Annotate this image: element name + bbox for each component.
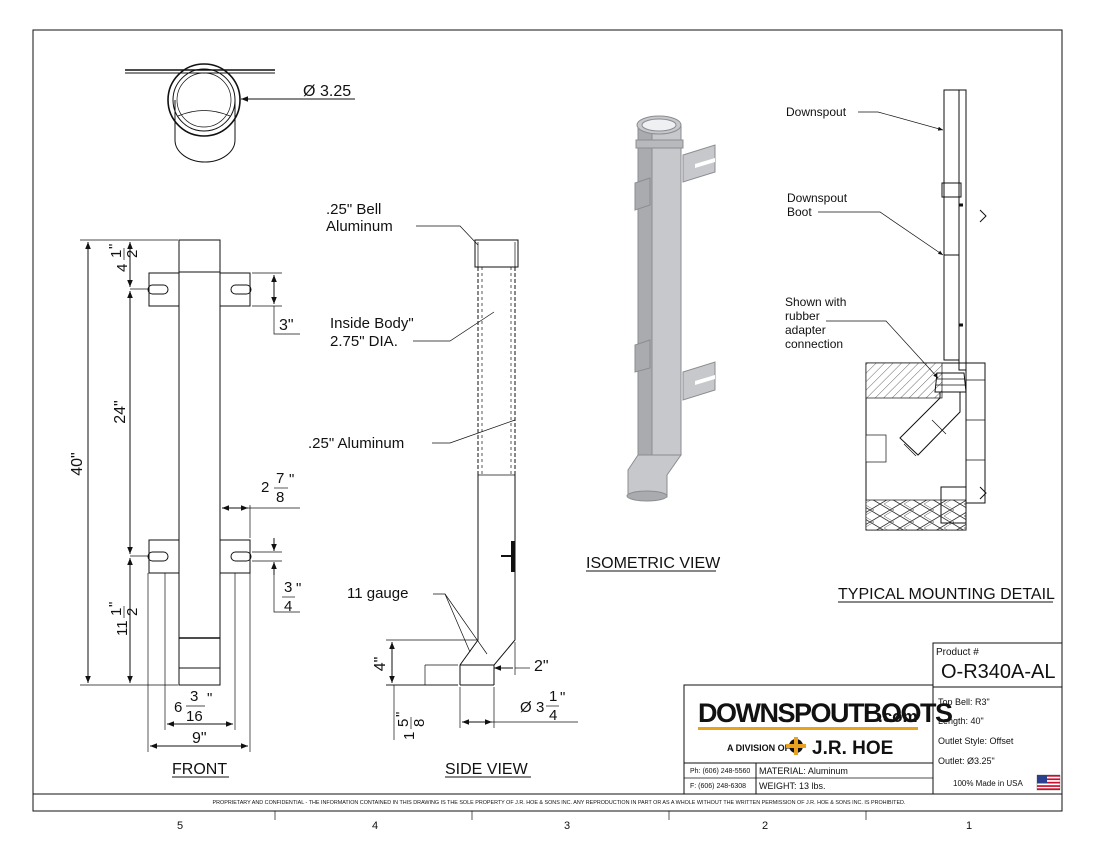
dim-outlet-height: 4" bbox=[372, 657, 389, 672]
fax-number: F: (606) 248-6308 bbox=[690, 783, 746, 790]
zone-4: 4 bbox=[372, 820, 378, 832]
dim-bottom-num: 1 bbox=[108, 608, 125, 616]
product-label: Product # bbox=[936, 647, 979, 658]
dim-bracket-off-den: 8 bbox=[276, 489, 284, 506]
outlet-style-text: Outlet Style: Offset bbox=[938, 736, 1014, 746]
dim-outlet-den: 8 bbox=[411, 719, 428, 727]
dim-bracket-off-num: 7 bbox=[276, 470, 284, 487]
zone-5: 5 bbox=[177, 820, 183, 832]
shown-label-line2: rubber bbox=[785, 309, 820, 323]
zone-2: 2 bbox=[762, 820, 768, 832]
front-view-title: FRONT bbox=[172, 761, 227, 778]
dim-inner-num: 3 bbox=[190, 688, 198, 705]
dim-outlet-dia-num: 1 bbox=[549, 688, 557, 705]
body-label-line1: Inside Body" bbox=[330, 315, 414, 332]
phone-number: Ph: (606) 248-5560 bbox=[690, 768, 750, 775]
division-prefix: A DIVISION OF bbox=[727, 743, 791, 753]
body-label-line2: 2.75" DIA. bbox=[330, 333, 398, 350]
bell-label-line1: .25" Bell bbox=[326, 201, 381, 218]
mounting-view-title: TYPICAL MOUNTING DETAIL bbox=[838, 586, 1055, 603]
dim-bracket-off-whole: 2 bbox=[261, 479, 269, 496]
made-in-text: 100% Made in USA bbox=[953, 779, 1023, 788]
dim-outlet-dia-whole: 3 bbox=[536, 699, 544, 716]
dim-bottom-inch: " bbox=[106, 602, 123, 607]
dim-outer: 9" bbox=[192, 730, 207, 747]
dim-middle: 24" bbox=[112, 400, 129, 423]
dim-inner-whole: 6 bbox=[174, 699, 182, 716]
weight-text: WEIGHT: 13 lbs. bbox=[759, 781, 826, 791]
title-block: DOWNSPOUTBOOTS .com A DIVISION OF J.R. H… bbox=[683, 642, 1063, 795]
division-name: J.R. HOE bbox=[812, 738, 893, 759]
zone-3: 3 bbox=[564, 820, 570, 832]
dim-outlet-dia-symbol: Ø bbox=[520, 699, 532, 716]
top-bell-text: Top Bell: R3" bbox=[938, 697, 990, 707]
zone-1: 1 bbox=[966, 820, 972, 832]
shown-label-line1: Shown with bbox=[785, 295, 846, 309]
dim-outlet-whole: 1 bbox=[401, 732, 418, 740]
product-number: O-R340A-AL bbox=[941, 661, 1056, 683]
brand-suffix: .com bbox=[878, 707, 918, 726]
dim-overall: 40" bbox=[69, 452, 86, 475]
side-view-title: SIDE VIEW bbox=[445, 761, 529, 778]
boot-label-line2: Boot bbox=[787, 205, 812, 219]
downspout-label: Downspout bbox=[786, 105, 847, 119]
dim-bottom-whole: 11 bbox=[114, 620, 131, 636]
footer: PROPRIETARY AND CONFIDENTIAL - THE INFOR… bbox=[177, 800, 972, 832]
isometric-view-title: ISOMETRIC VIEW bbox=[586, 555, 721, 572]
dim-slot-inch: " bbox=[296, 580, 301, 597]
jrhoe-logo-icon bbox=[786, 737, 806, 755]
dim-bracket-height: 3" bbox=[279, 317, 294, 334]
dim-bracket-off-inch: " bbox=[289, 471, 294, 488]
front-view: 40" 4 1 2 " 24" 11 1 2 " 3" bbox=[69, 239, 301, 778]
wall-label: .25" Aluminum bbox=[308, 435, 404, 452]
shown-label-line4: connection bbox=[785, 337, 843, 351]
dim-top-den: 2 bbox=[124, 250, 141, 258]
dim-inner-inch: " bbox=[207, 690, 212, 707]
dim-slot-num: 3 bbox=[284, 579, 292, 596]
isometric-view: ISOMETRIC VIEW bbox=[586, 115, 721, 572]
top-diameter-value: 3.25 bbox=[320, 83, 351, 100]
dim-outlet-offset: 2" bbox=[534, 658, 549, 675]
dim-inner-den: 16 bbox=[186, 708, 203, 725]
top-diameter-symbol: Ø bbox=[303, 83, 315, 100]
dim-outlet-dia-inch: " bbox=[560, 689, 565, 706]
top-view: Ø 3.25 bbox=[125, 63, 355, 163]
gauge-label: 11 gauge bbox=[347, 585, 408, 602]
usa-flag-icon bbox=[1036, 774, 1061, 791]
outlet-text: Outlet: Ø3.25" bbox=[938, 756, 995, 766]
proprietary-notice: PROPRIETARY AND CONFIDENTIAL - THE INFOR… bbox=[213, 800, 906, 806]
dim-outlet-inch: " bbox=[393, 712, 410, 717]
dim-outlet-dia-den: 4 bbox=[549, 707, 557, 724]
shown-label-line3: adapter bbox=[785, 323, 826, 337]
dim-top-num: 1 bbox=[108, 250, 125, 258]
sheet-border bbox=[32, 29, 1063, 812]
length-text: Length: 40" bbox=[938, 716, 984, 726]
mounting-detail: Downspout Downspout Boot Shown with rubb… bbox=[785, 89, 1055, 603]
dim-bottom-den: 2 bbox=[124, 608, 141, 616]
bell-label-line2: Aluminum bbox=[326, 218, 393, 235]
dim-top-whole: 4 bbox=[114, 264, 131, 272]
dim-slot-den: 4 bbox=[284, 598, 292, 615]
material-text: MATERIAL: Aluminum bbox=[759, 766, 848, 776]
boot-label-line1: Downspout bbox=[787, 191, 848, 205]
side-view: .25" Bell Aluminum Inside Body" 2.75" DI… bbox=[308, 201, 578, 778]
brand-name: DOWNSPOUTBOOTS bbox=[698, 698, 952, 728]
dim-outlet-num: 5 bbox=[395, 719, 412, 727]
dim-top-inch: " bbox=[106, 244, 123, 249]
